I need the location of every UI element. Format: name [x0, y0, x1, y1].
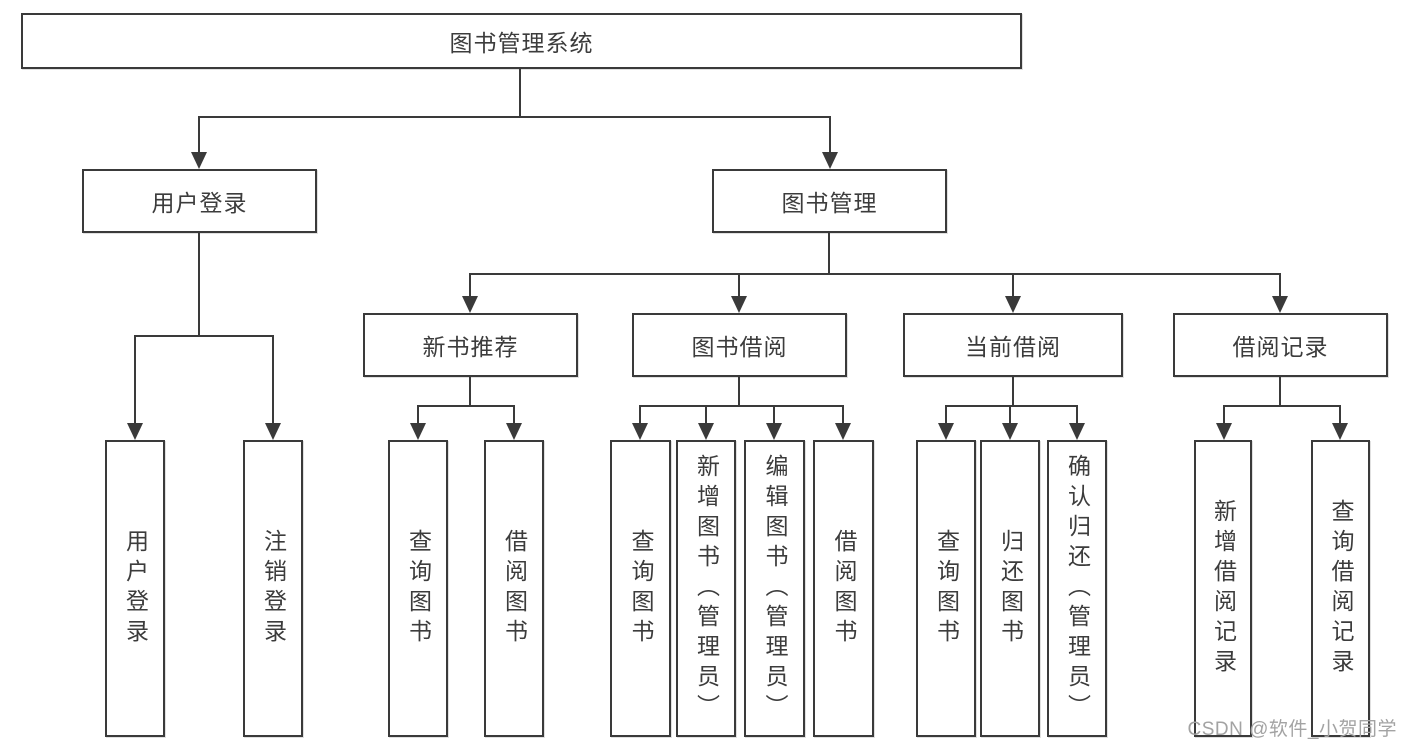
arrow-down-icon — [127, 423, 143, 440]
connector-root-hbar — [198, 116, 831, 118]
node-borrowing-records: 借阅记录 — [1173, 313, 1388, 377]
node-book-management: 图书管理 — [712, 169, 947, 233]
connector-recommend-hbar — [417, 405, 515, 407]
connector-records-hbar — [1223, 405, 1341, 407]
arrow-down-icon — [731, 296, 747, 313]
node-label: 图书管理 — [781, 190, 878, 216]
connector-current-hbar — [945, 405, 1078, 407]
connector-book-mgmt-hbar — [469, 273, 1281, 275]
arrow-down-icon — [1216, 423, 1232, 440]
arrow-down-icon — [1332, 423, 1348, 440]
node-label: 用户登录 — [151, 190, 248, 216]
node-label: 图书借阅 — [691, 334, 788, 360]
connector-leaf-drop — [945, 405, 947, 424]
connector-l3-drop — [1012, 273, 1014, 298]
arrow-down-icon — [766, 423, 782, 440]
arrow-down-icon — [835, 423, 851, 440]
node-label: 新书推荐 — [422, 334, 519, 360]
leaf-add-borrow-record: 新增借阅记录 — [1194, 440, 1252, 737]
connector-user-login-drop — [198, 116, 200, 153]
arrow-down-icon — [822, 152, 838, 169]
node-user-login: 用户登录 — [82, 169, 317, 233]
leaf-borrow-books: 借阅图书 — [813, 440, 874, 737]
arrow-down-icon — [1069, 423, 1085, 440]
node-label: 图书管理系统 — [449, 30, 594, 56]
leaf-label: 用户登录 — [122, 528, 149, 649]
arrow-down-icon — [938, 423, 954, 440]
leaf-user-login: 用户登录 — [105, 440, 165, 737]
connector-l3-drop — [1279, 273, 1281, 298]
connector-leaf-drop — [1339, 405, 1341, 424]
connector-leaf-drop — [705, 405, 707, 424]
leaf-query-books-recommend: 查询图书 — [388, 440, 448, 737]
arrow-down-icon — [1005, 296, 1021, 313]
node-new-book-recommendation: 新书推荐 — [363, 313, 578, 377]
leaf-query-borrow-record: 查询借阅记录 — [1311, 440, 1370, 737]
leaf-logout: 注销登录 — [243, 440, 303, 737]
arrow-down-icon — [632, 423, 648, 440]
leaf-edit-books-admin: 编辑图书（管理员） — [744, 440, 805, 737]
leaf-label: 查询图书 — [405, 528, 432, 649]
connector-leaf-drop — [639, 405, 641, 424]
leaf-label: 新增借阅记录 — [1210, 498, 1237, 679]
leaf-label: 新增图书（管理员） — [693, 453, 720, 724]
connector-user-login-hbar — [134, 335, 274, 337]
leaf-label: 确认归还（管理员） — [1064, 453, 1091, 724]
connector-l3-drop — [469, 273, 471, 298]
leaf-label: 查询图书 — [628, 528, 654, 649]
arrow-down-icon — [506, 423, 522, 440]
arrow-down-icon — [698, 423, 714, 440]
connector-leaf-drop — [272, 335, 274, 424]
connector-leaf-drop — [1009, 405, 1011, 424]
csdn-watermark: CSDN @软件_小贺同学 — [1187, 719, 1397, 740]
leaf-borrow-books-recommend: 借阅图书 — [484, 440, 544, 737]
connector-recommend-stem — [469, 377, 471, 407]
leaf-add-books-admin: 新增图书（管理员） — [676, 440, 736, 737]
connector-leaf-drop — [842, 405, 844, 424]
node-label: 借阅记录 — [1232, 334, 1329, 360]
connector-leaf-drop — [1223, 405, 1225, 424]
leaf-query-books-borrow: 查询图书 — [610, 440, 671, 737]
connector-l3-drop — [738, 273, 740, 298]
node-current-borrowing: 当前借阅 — [903, 313, 1123, 377]
connector-book-mgmt-drop — [829, 116, 831, 153]
leaf-label: 查询图书 — [933, 528, 960, 649]
leaf-label: 借阅图书 — [501, 528, 528, 649]
leaf-label: 编辑图书（管理员） — [762, 453, 788, 724]
arrow-down-icon — [410, 423, 426, 440]
connector-records-stem — [1279, 377, 1281, 407]
arrow-down-icon — [1272, 296, 1288, 313]
arrow-down-icon — [462, 296, 478, 313]
connector-leaf-drop — [1076, 405, 1078, 424]
leaf-label: 查询借阅记录 — [1328, 498, 1354, 679]
leaf-label: 借阅图书 — [831, 528, 857, 649]
leaf-label: 归还图书 — [997, 528, 1024, 649]
connector-root-stem — [519, 69, 521, 118]
connector-current-stem — [1012, 377, 1014, 407]
leaf-query-books-current: 查询图书 — [916, 440, 976, 737]
leaf-label: 注销登录 — [260, 528, 287, 649]
connector-leaf-drop — [134, 335, 136, 424]
node-library-management-system: 图书管理系统 — [21, 13, 1022, 69]
node-book-borrowing: 图书借阅 — [632, 313, 847, 377]
connector-leaf-drop — [513, 405, 515, 424]
connector-borrow-hbar — [639, 405, 844, 407]
arrow-down-icon — [265, 423, 281, 440]
leaf-return-books: 归还图书 — [980, 440, 1040, 737]
connector-borrow-stem — [738, 377, 740, 407]
node-label: 当前借阅 — [965, 334, 1061, 360]
arrow-down-icon — [1002, 423, 1018, 440]
connector-book-mgmt-stem — [828, 233, 830, 275]
connector-user-login-stem — [198, 233, 200, 337]
connector-leaf-drop — [773, 405, 775, 424]
leaf-confirm-return-admin: 确认归还（管理员） — [1047, 440, 1107, 737]
connector-leaf-drop — [417, 405, 419, 424]
arrow-down-icon — [191, 152, 207, 169]
